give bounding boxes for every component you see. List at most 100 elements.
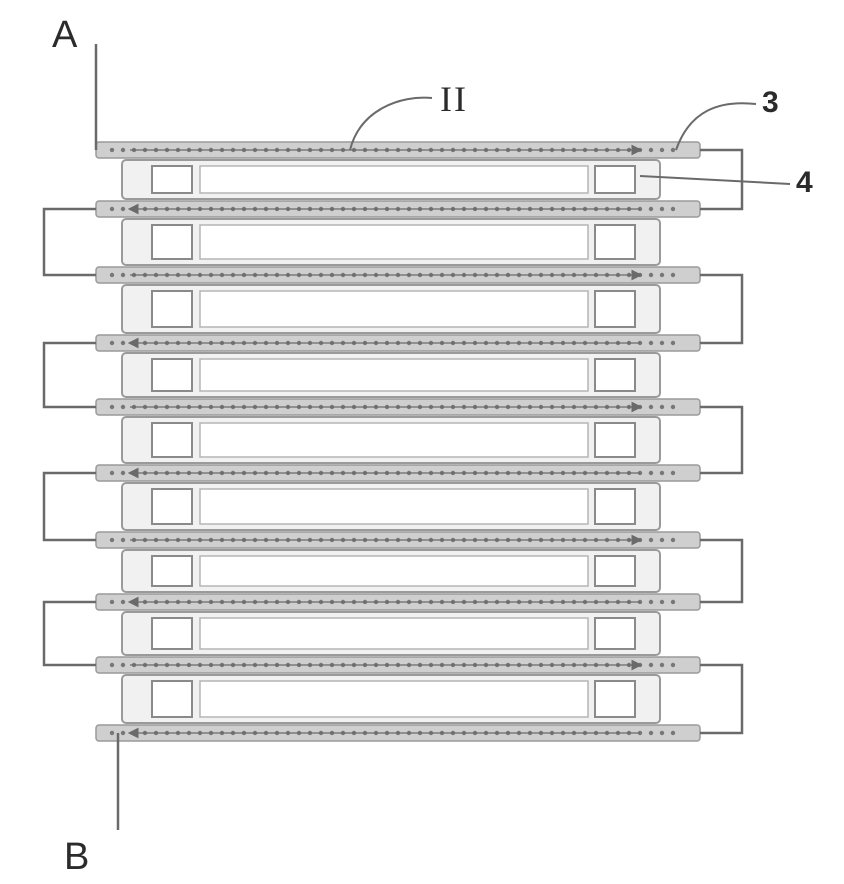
flow-channel — [96, 725, 700, 741]
flow-dot — [671, 663, 675, 667]
right-port — [595, 618, 635, 649]
flow-dot — [649, 405, 653, 409]
plate — [122, 612, 660, 655]
plate-window — [200, 618, 588, 649]
flow-dot — [671, 341, 675, 345]
u-bend — [700, 275, 742, 343]
plate-stack — [122, 160, 660, 723]
flow-dot — [649, 273, 653, 277]
flow-dot — [110, 538, 114, 542]
flow-dot — [110, 405, 114, 409]
u-bend — [44, 343, 96, 407]
inlet-label-a: A — [52, 14, 77, 57]
flow-dot — [110, 731, 114, 735]
plate — [122, 160, 660, 199]
flow-dot — [660, 273, 664, 277]
plate-window — [200, 489, 588, 524]
right-port — [595, 291, 635, 327]
flow-dot — [121, 538, 125, 542]
flow-channel — [96, 142, 700, 158]
part-label-3: 3 — [762, 86, 779, 120]
flow-dot — [649, 663, 653, 667]
left-port — [152, 166, 192, 193]
flow-channel — [96, 399, 700, 415]
plate — [122, 675, 660, 723]
flow-channel — [96, 657, 700, 673]
flow-dot — [660, 471, 664, 475]
left-port — [152, 489, 192, 524]
flow-dot — [649, 538, 653, 542]
flow-dot — [121, 471, 125, 475]
flow-dot — [110, 341, 114, 345]
flow-dot — [121, 273, 125, 277]
plate-window — [200, 225, 588, 259]
right-port — [595, 359, 635, 391]
plate — [122, 417, 660, 463]
right-port — [595, 489, 635, 524]
flow-channel — [96, 267, 700, 283]
flow-channel — [96, 594, 700, 610]
flow-dot — [660, 600, 664, 604]
outlet-label-b: B — [64, 836, 89, 879]
flow-dot — [660, 405, 664, 409]
u-bend — [700, 540, 742, 602]
flow-dot — [110, 471, 114, 475]
u-bend — [700, 407, 742, 473]
u-bend — [44, 602, 96, 665]
flow-dot — [649, 471, 653, 475]
right-port — [595, 225, 635, 259]
flow-dot — [671, 471, 675, 475]
flow-channel — [96, 465, 700, 481]
flow-dot — [110, 600, 114, 604]
left-port — [152, 618, 192, 649]
plate-window — [200, 166, 588, 193]
flow-dot — [649, 207, 653, 211]
flow-dot — [110, 207, 114, 211]
part-label-4: 4 — [796, 166, 813, 200]
flow-dot — [121, 341, 125, 345]
left-port — [152, 225, 192, 259]
flow-dot — [660, 663, 664, 667]
flow-dot — [121, 731, 125, 735]
right-port — [595, 423, 635, 457]
flow-dot — [671, 731, 675, 735]
flow-channel — [96, 532, 700, 548]
flow-dot — [660, 341, 664, 345]
plate — [122, 550, 660, 592]
flow-dot — [121, 148, 125, 152]
flow-dot — [660, 207, 664, 211]
flow-dot — [671, 148, 675, 152]
left-port — [152, 359, 192, 391]
u-bend — [44, 473, 96, 540]
left-port — [152, 423, 192, 457]
flow-dot — [121, 663, 125, 667]
u-bend — [44, 209, 96, 275]
flow-dot — [649, 341, 653, 345]
plate-window — [200, 359, 588, 391]
plate-window — [200, 556, 588, 586]
flow-dot — [110, 273, 114, 277]
flow-dot — [649, 731, 653, 735]
flow-dot — [121, 207, 125, 211]
right-port — [595, 681, 635, 717]
flow-channel — [96, 335, 700, 351]
flow-dot — [649, 148, 653, 152]
plate — [122, 483, 660, 530]
plate-window — [200, 423, 588, 457]
left-port — [152, 681, 192, 717]
flow-dot — [110, 663, 114, 667]
right-port — [595, 166, 635, 193]
flow-dot — [671, 405, 675, 409]
plate-window — [200, 291, 588, 327]
plate — [122, 353, 660, 397]
flow-dot — [660, 731, 664, 735]
flow-dot — [660, 538, 664, 542]
flow-dot — [671, 538, 675, 542]
plate-window — [200, 681, 588, 717]
left-port — [152, 556, 192, 586]
flow-dot — [671, 273, 675, 277]
right-port — [595, 556, 635, 586]
u-bend — [700, 665, 742, 733]
plate — [122, 285, 660, 333]
